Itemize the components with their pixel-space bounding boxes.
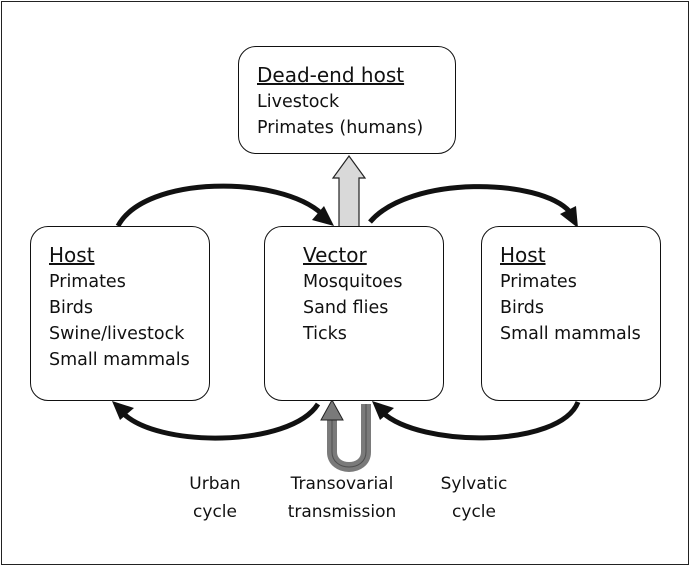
urban-top-arc: [115, 183, 324, 228]
urban-label-line: cycle: [193, 502, 237, 522]
transovarial-label: Transovarial transmission: [272, 470, 412, 526]
right-host-title: Host: [500, 243, 546, 267]
urban-bottom-arrowhead: [112, 401, 134, 420]
vector-item: Sand flies: [303, 298, 389, 318]
vector-title: Vector: [303, 243, 367, 267]
sylvatic-bottom-arrowhead: [372, 401, 394, 420]
right-host-item: Primates: [500, 272, 577, 292]
dead-end-host-title: Dead-end host: [257, 63, 405, 87]
left-host-box: Host Primates Birds Swine/livestock Smal…: [30, 226, 210, 401]
left-host-title: Host: [49, 243, 95, 267]
sylvatic-label-line: Sylvatic: [440, 474, 508, 494]
sylvatic-label-line: cycle: [452, 502, 496, 522]
dead-end-arrow: [331, 154, 367, 228]
urban-top-arrowhead: [312, 206, 334, 226]
sylvatic-cycle-label: Sylvatic cycle: [424, 470, 524, 526]
left-host-item: Birds: [49, 298, 93, 318]
urban-bottom-arc: [120, 402, 321, 441]
transovarial-label-line: transmission: [287, 502, 397, 522]
dead-end-host-box: Dead-end host Livestock Primates (humans…: [238, 46, 456, 154]
left-host-item: Primates: [49, 272, 126, 292]
sylvatic-top-arc: [368, 184, 572, 224]
transovarial-arrowhead: [320, 398, 344, 421]
right-host-item: Birds: [500, 298, 544, 318]
sylvatic-bottom-arc: [380, 400, 581, 441]
left-host-item: Swine/livestock: [49, 324, 185, 344]
right-host-box: Host Primates Birds Small mammals: [481, 226, 661, 401]
left-host-item: Small mammals: [49, 350, 190, 370]
vector-item: Mosquitoes: [303, 272, 403, 292]
right-host-item: Small mammals: [500, 324, 641, 344]
vector-item: Ticks: [303, 324, 347, 344]
urban-cycle-label: Urban cycle: [170, 470, 260, 526]
transovarial-label-line: Transovarial: [290, 474, 394, 494]
urban-label-line: Urban: [189, 474, 241, 494]
dead-end-host-item: Primates (humans): [257, 118, 424, 138]
sylvatic-top-arrowhead: [560, 206, 578, 228]
dead-end-host-item: Livestock: [257, 92, 340, 112]
vector-box: Vector Mosquitoes Sand flies Ticks: [264, 226, 444, 401]
